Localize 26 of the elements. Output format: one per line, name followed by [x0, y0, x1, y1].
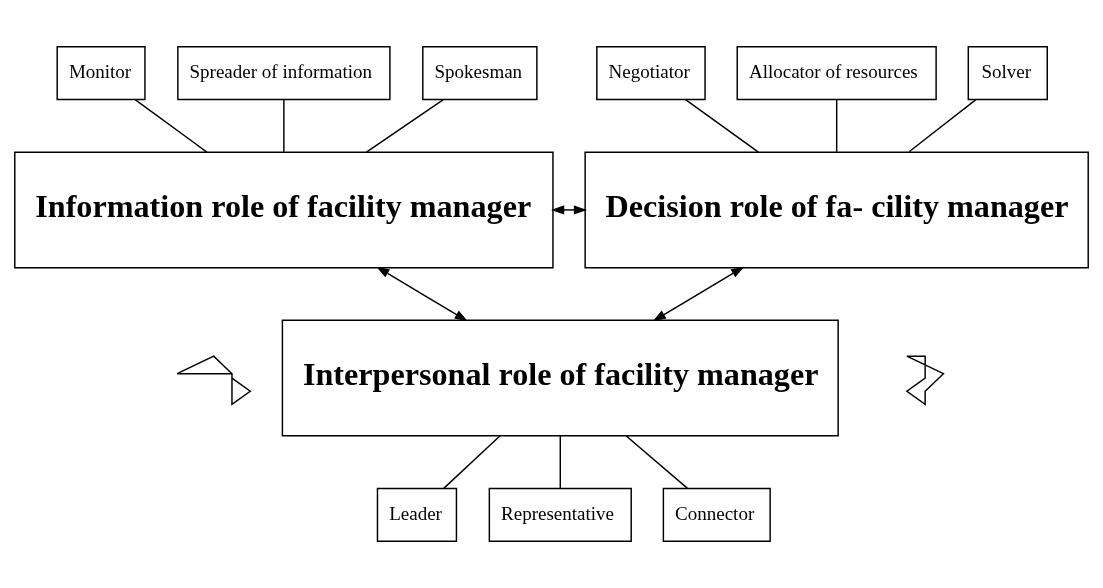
connector — [559, 435, 561, 490]
node-arrow — [905, 355, 945, 406]
node-box: Interpersonal role of facility manager — [281, 319, 839, 437]
node-box: Leader — [376, 487, 458, 542]
node-box: Connector — [662, 487, 771, 542]
connector — [835, 99, 838, 153]
connector — [134, 99, 208, 153]
node-box: Spokesman — [422, 46, 538, 101]
node-box: Information role of facility manager — [14, 151, 554, 269]
arrow — [376, 266, 468, 322]
node-box: Decision role of fa- cility manager — [584, 151, 1089, 269]
node-box: Allocator of resources — [736, 46, 937, 101]
node-box: Monitor — [56, 46, 146, 101]
node-box: Spreader of information — [177, 46, 391, 101]
arrow — [551, 205, 588, 215]
connector — [283, 99, 285, 153]
node-box: Negotiator — [596, 46, 706, 101]
arrow — [652, 266, 745, 322]
connector — [625, 435, 689, 490]
node-arrow — [176, 355, 252, 406]
node-box: Solver — [967, 46, 1048, 101]
connector — [685, 99, 760, 153]
connector — [908, 99, 977, 153]
connector — [443, 435, 501, 490]
node-box: Representative — [488, 487, 632, 542]
connector — [365, 99, 444, 153]
